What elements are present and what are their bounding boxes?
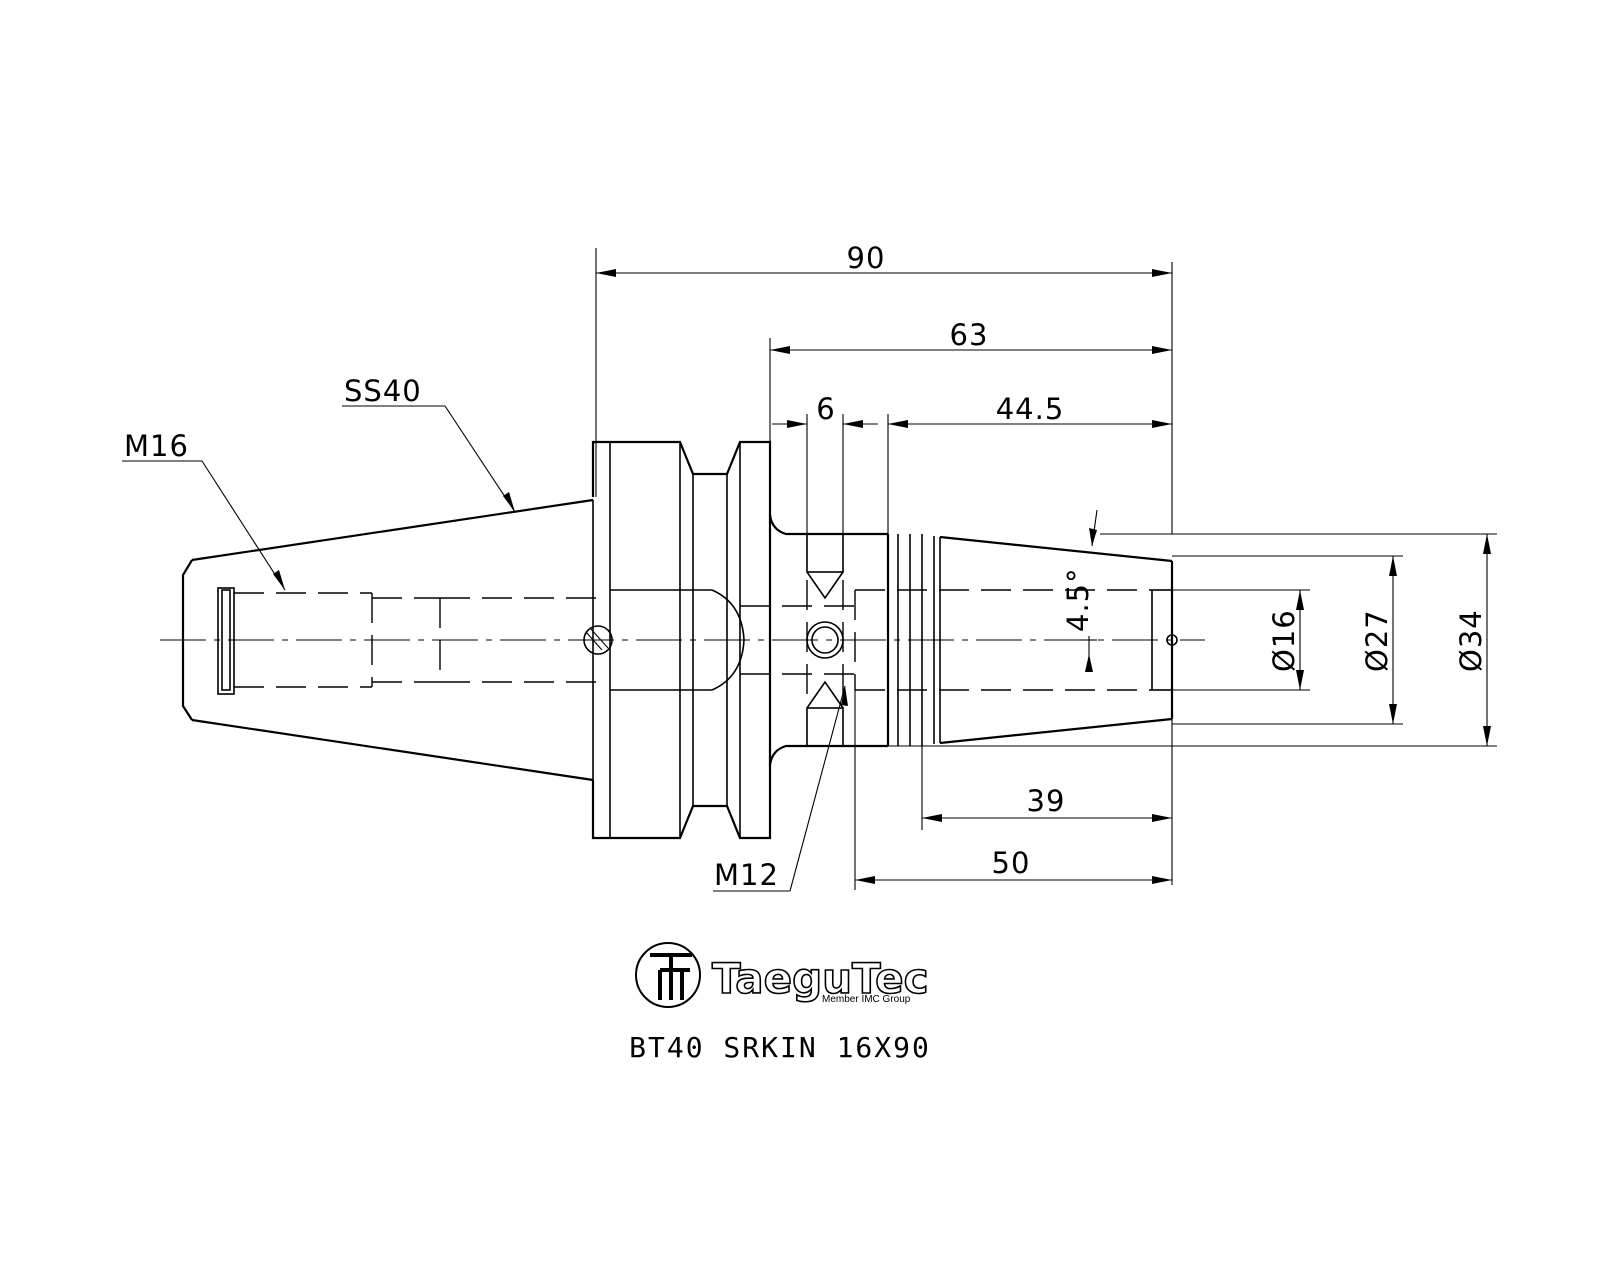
leader-m12: [713, 685, 848, 892]
dim-63: [769, 338, 1172, 442]
logo-brand: TaeguTec: [712, 954, 928, 1003]
dim-39: [921, 719, 1173, 885]
dim-dia27-label: Ø27: [1360, 609, 1394, 672]
leader-ss40: [342, 405, 516, 513]
dim-90-label: 90: [847, 241, 886, 275]
dim-dia16-label: Ø16: [1267, 609, 1301, 672]
flange: [591, 440, 772, 840]
dim-44-5-label: 44.5: [996, 392, 1065, 426]
dim-angle-label: 4.5°: [1061, 567, 1095, 632]
dim-6-label: 6: [816, 392, 835, 426]
dim-dia16: [1172, 589, 1310, 691]
label-m16: M16: [124, 429, 189, 463]
label-ss40: SS40: [344, 374, 422, 408]
leader-m16: [122, 460, 286, 591]
dim-90: [595, 248, 1173, 534]
logo-sub: Member IMC Group: [822, 994, 911, 1005]
label-m12: M12: [714, 858, 779, 892]
dim-50: [854, 690, 1172, 890]
dim-50-label: 50: [992, 846, 1031, 880]
neck-body: [740, 514, 888, 766]
part-number-caption: BT40 SRKIN 16X90: [629, 1031, 931, 1064]
taper-shank: [181, 498, 613, 782]
dim-44-5: [887, 414, 1172, 534]
dim-63-label: 63: [950, 318, 989, 352]
dim-39-label: 39: [1027, 784, 1066, 818]
dim-6: [772, 414, 878, 534]
dim-dia34-label: Ø34: [1454, 609, 1488, 672]
taegutec-logo: TaeguTec Member IMC Group: [635, 942, 929, 1008]
dim-dia34: [888, 533, 1497, 747]
dim-angle: [1081, 509, 1098, 672]
dim-dia27: [1172, 555, 1403, 725]
nose: [854, 534, 1178, 746]
